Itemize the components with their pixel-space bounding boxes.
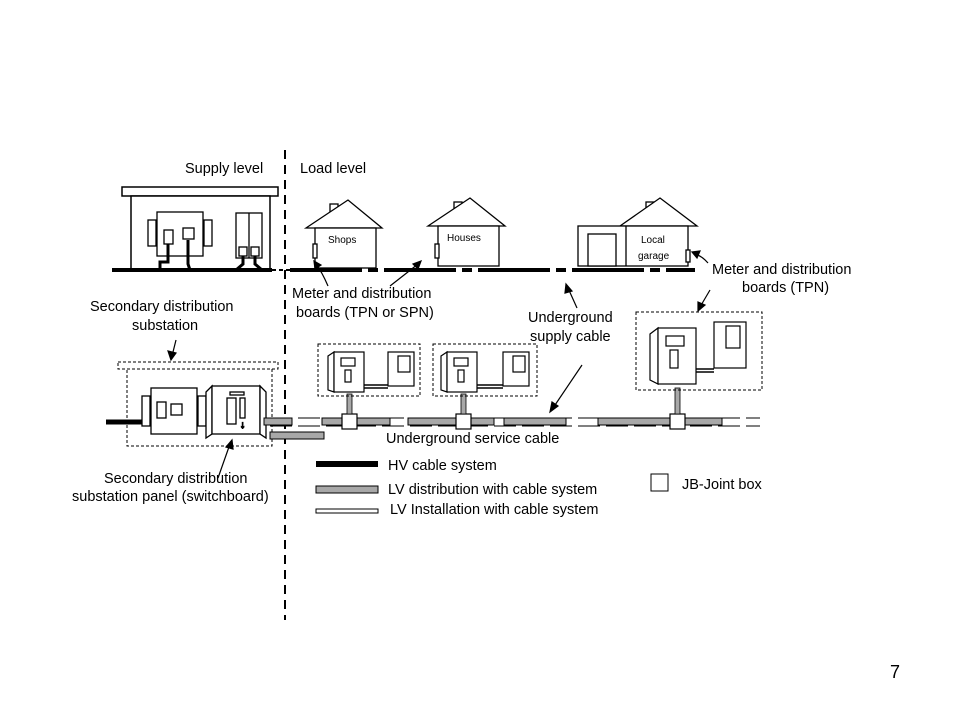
garage-building: [577, 197, 699, 267]
legend-lv-inst-label: LV Installation with cable system: [390, 502, 598, 518]
panel-transformer-icon: [141, 387, 207, 435]
annotation-arrows: [167, 250, 711, 479]
joint-box-risers: [346, 387, 681, 415]
load-level-label: Load level: [300, 161, 366, 177]
legend-hv-swatch: [316, 461, 378, 467]
shops-label: Shops: [328, 235, 356, 246]
secondary-substation-label-line2: substation: [132, 318, 198, 334]
houses-label: Houses: [447, 233, 481, 244]
meter-spn-label-line2: boards (TPN or SPN): [296, 305, 434, 321]
meter-board-garage: [635, 311, 763, 391]
legend-lv-dist-swatch: [315, 485, 379, 494]
svg-text:↓: ↓: [240, 420, 245, 431]
meter-tpn-label-line1: Meter and distribution: [712, 262, 851, 278]
houses-building: [425, 197, 507, 267]
meter-board-shops: [317, 343, 421, 397]
garage-label-line2: garage: [638, 251, 670, 262]
secondary-substation-label-line1: Secondary distribution: [90, 299, 233, 315]
underground-service-label: Underground service cable: [386, 431, 559, 447]
legend-hv-label: HV cable system: [388, 458, 497, 474]
legend-jb-swatch: [650, 473, 669, 492]
panel-label-line1: Secondary distribution: [104, 471, 247, 487]
meter-board-houses: [432, 343, 538, 397]
substation-transformer-icon: [147, 211, 213, 257]
panel-label-line2: substation panel (switchboard): [72, 489, 269, 505]
supply-level-label: Supply level: [185, 161, 263, 177]
legend: HV cable system LV distribution with cab…: [315, 458, 763, 518]
meter-tpn-label-line2: boards (TPN): [742, 280, 829, 296]
legend-lv-dist-label: LV distribution with cable system: [388, 482, 597, 498]
panel-switchboard-icon: ↓: [205, 384, 267, 440]
substation-switchgear-icon: [235, 212, 263, 259]
underground-supply-label-line1: Underground: [528, 310, 613, 326]
page-number: 7: [890, 662, 900, 682]
garage-label-line1: Local: [641, 235, 665, 246]
joint-boxes: [341, 413, 686, 430]
shops-building: [303, 199, 384, 269]
underground-supply-label-line2: supply cable: [530, 329, 611, 345]
substation-panel-enclosure: [117, 361, 279, 447]
legend-lv-inst-swatch: [315, 508, 379, 514]
legend-jb-label: JB-Joint box: [682, 477, 763, 493]
meter-spn-label-line1: Meter and distribution: [292, 286, 431, 302]
